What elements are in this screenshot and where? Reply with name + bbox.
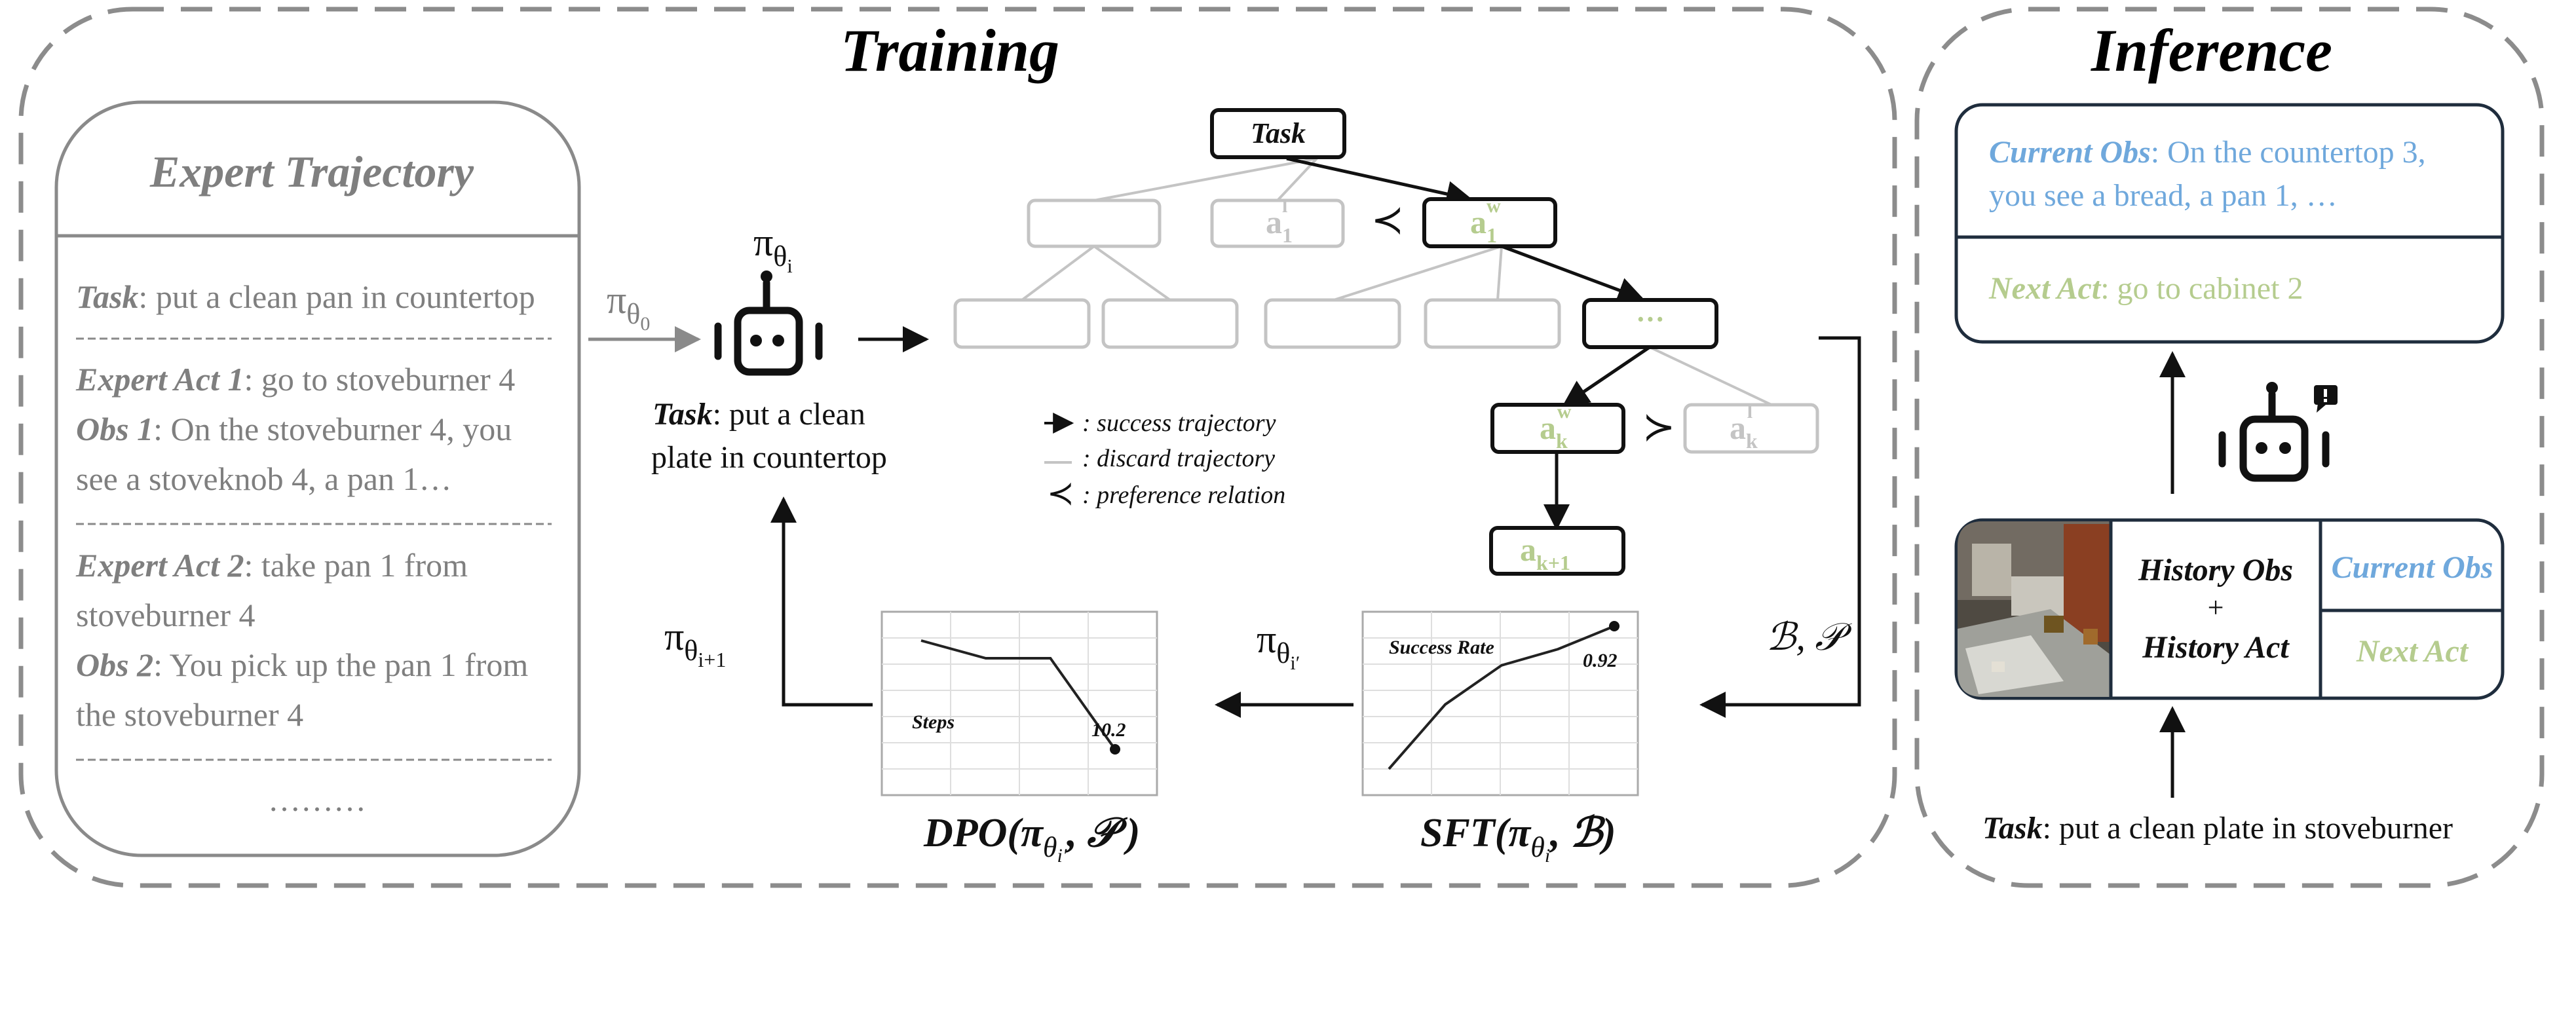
- expert-act2-text-l1: : take pan 1 from: [244, 547, 468, 584]
- inference-robot-icon: [2218, 382, 2330, 482]
- tree-node-l2-a: [953, 298, 1091, 349]
- agent-task-line2: plate in countertop: [651, 440, 887, 475]
- training-title: Training: [841, 17, 1059, 84]
- sft-annotation: 0.92: [1583, 650, 1618, 671]
- pi-theta-i1-label: πθi+1: [664, 615, 726, 671]
- expert-obs1-label: Obs 1: [76, 411, 153, 447]
- inference-current-obs-line2: you see a bread, a pan 1, …: [1989, 178, 2338, 213]
- expert-obs2-label: Obs 2: [76, 646, 153, 683]
- inference-task-line: Task: put a clean plate in stoveburner: [1982, 811, 2453, 846]
- tree-dots-label: ···: [1636, 303, 1665, 335]
- pi-theta-i-label: πθi: [753, 221, 793, 277]
- tree-node-ak-loser: [1683, 403, 1819, 454]
- sft-chart: Success Rate 0.92: [1361, 610, 1639, 796]
- inference-title: Inference: [2091, 17, 2332, 84]
- svg-text:Expert Act 2: take pan 1 from: Expert Act 2: take pan 1 from: [75, 547, 468, 584]
- dpo-label: DPO(πθi′, 𝒫 ): [923, 811, 1140, 867]
- agent-task-line1: Task: put a clean: [653, 397, 865, 432]
- history-plus: +: [2208, 591, 2224, 624]
- sft-chart-label: Success Rate: [1389, 637, 1494, 658]
- tree-ak-loser-label: akl: [1730, 401, 1758, 453]
- expert-ellipsis: ………: [268, 781, 366, 818]
- tree-root-node: [1210, 108, 1346, 159]
- tree-node-l2-b: [1101, 298, 1239, 349]
- tree-succ-symbol: ≻: [1642, 405, 1675, 449]
- svg-text:Obs 1: On the stoveburner 4,: Obs 1: On the stoveburner 4, you: [76, 411, 512, 447]
- dpo-steps-line: [920, 639, 1116, 751]
- dpo-chart: Steps 10.2: [881, 610, 1158, 796]
- expert-obs2-text-l2: the stoveburner 4: [76, 696, 303, 733]
- expert-task-label: Task: [76, 278, 138, 315]
- svg-text:Task: put a clean pan in count: Task: put a clean pan in countertop: [76, 278, 535, 315]
- sft-chart-grid: [1363, 612, 1638, 795]
- expert-obs1-text-l1: : On the stoveburner 4, you: [153, 411, 512, 447]
- training-panel: [18, 7, 1897, 888]
- expert-obs2-text-l1: : You pick up the pan 1 from: [153, 646, 528, 683]
- tree-ak-winner-label: akw: [1540, 401, 1572, 453]
- tree-node-a1-winner: [1422, 197, 1557, 248]
- tree-legend: : success trajectory : discard trajector…: [1044, 409, 1285, 512]
- dpo-chart-grid: [882, 612, 1157, 795]
- tree-node-ak-winner: [1490, 403, 1625, 454]
- inference-panel: [1914, 7, 2545, 888]
- legend-prec-symbol: ≺: [1047, 475, 1074, 512]
- expert-trajectory-box: [54, 100, 581, 857]
- expert-task-text: : put a clean pan in countertop: [138, 278, 535, 315]
- arrow-dpo-to-agent: [770, 496, 873, 707]
- expert-obs1-text-l2: see a stoveknob 4, a pan 1…: [76, 460, 451, 497]
- tree-root-label: Task: [1251, 117, 1306, 149]
- tree-node-l2-d: [1424, 298, 1561, 349]
- tree-ak1-label: ak+1: [1520, 531, 1570, 574]
- current-obs-cell: Current Obs: [2332, 550, 2493, 585]
- sft-success-line: [1388, 625, 1615, 770]
- tree-prec-symbol: ≺: [1371, 198, 1404, 242]
- expert-act2-text-l2: stoveburner 4: [76, 597, 256, 633]
- history-obs-label: History Obs: [2138, 553, 2293, 588]
- expert-act1-label: Expert Act 1: [75, 361, 244, 398]
- dpo-chart-label: Steps: [912, 711, 955, 733]
- expert-act1-text: : go to stoveburner 4: [244, 361, 515, 398]
- tree-a1-winner-label: a1w: [1470, 195, 1501, 247]
- tree-node-l1-a: [1027, 198, 1162, 248]
- legend-success-text: : success trajectory: [1082, 409, 1276, 437]
- legend-discard-text: : discard trajectory: [1082, 445, 1275, 472]
- next-act-cell: Next Act: [2356, 634, 2469, 669]
- dpo-annotation: 10.2: [1091, 719, 1126, 741]
- scene-image: [1958, 521, 2111, 697]
- tree-node-a1-loser: [1210, 198, 1345, 248]
- history-act-label: History Act: [2142, 630, 2290, 665]
- pi-theta-iprime-label: πθi′: [1257, 618, 1300, 674]
- expert-act2-label: Expert Act 2: [75, 547, 244, 584]
- pi-theta0-label: πθ0: [607, 278, 650, 335]
- tree-node-dots: [1582, 298, 1718, 349]
- tree-node-ak1: [1489, 526, 1625, 576]
- inference-next-act-line: Next Act: go to cabinet 2: [1988, 271, 2303, 306]
- legend-preference-text: : preference relation: [1082, 481, 1285, 509]
- expert-trajectory-text: Task: put a clean pan in countertop Expe…: [75, 278, 552, 818]
- tree-node-l2-c: [1264, 298, 1401, 349]
- arrow-tree-to-sft: [1699, 336, 1861, 718]
- svg-text:Obs 2: You pick up the pan 1 f: Obs 2: You pick up the pan 1 from: [76, 646, 528, 683]
- sft-label: SFT(πθi, ℬ): [1420, 811, 1616, 867]
- search-tree: Task a1l ≺ a1w ··· akw ≻ akl ak+1: [953, 108, 1819, 576]
- sft-endpoint: [1609, 621, 1619, 631]
- speech-bubble-icon: [2314, 385, 2338, 413]
- svg-text:Expert Act 1: go to stoveburne: Expert Act 1: go to stoveburner 4: [75, 361, 515, 398]
- b-p-label: ℬ, 𝒫: [1766, 616, 1853, 658]
- inference-output-box: [1954, 103, 2505, 344]
- inference-current-obs-line1: Current Obs: On the countertop 3,: [1989, 135, 2426, 170]
- dpo-endpoint: [1110, 744, 1120, 755]
- expert-trajectory-title: Expert Trajectory: [149, 147, 474, 196]
- tree-a1-loser-label: a1l: [1266, 195, 1293, 247]
- robot-icon: [714, 271, 823, 376]
